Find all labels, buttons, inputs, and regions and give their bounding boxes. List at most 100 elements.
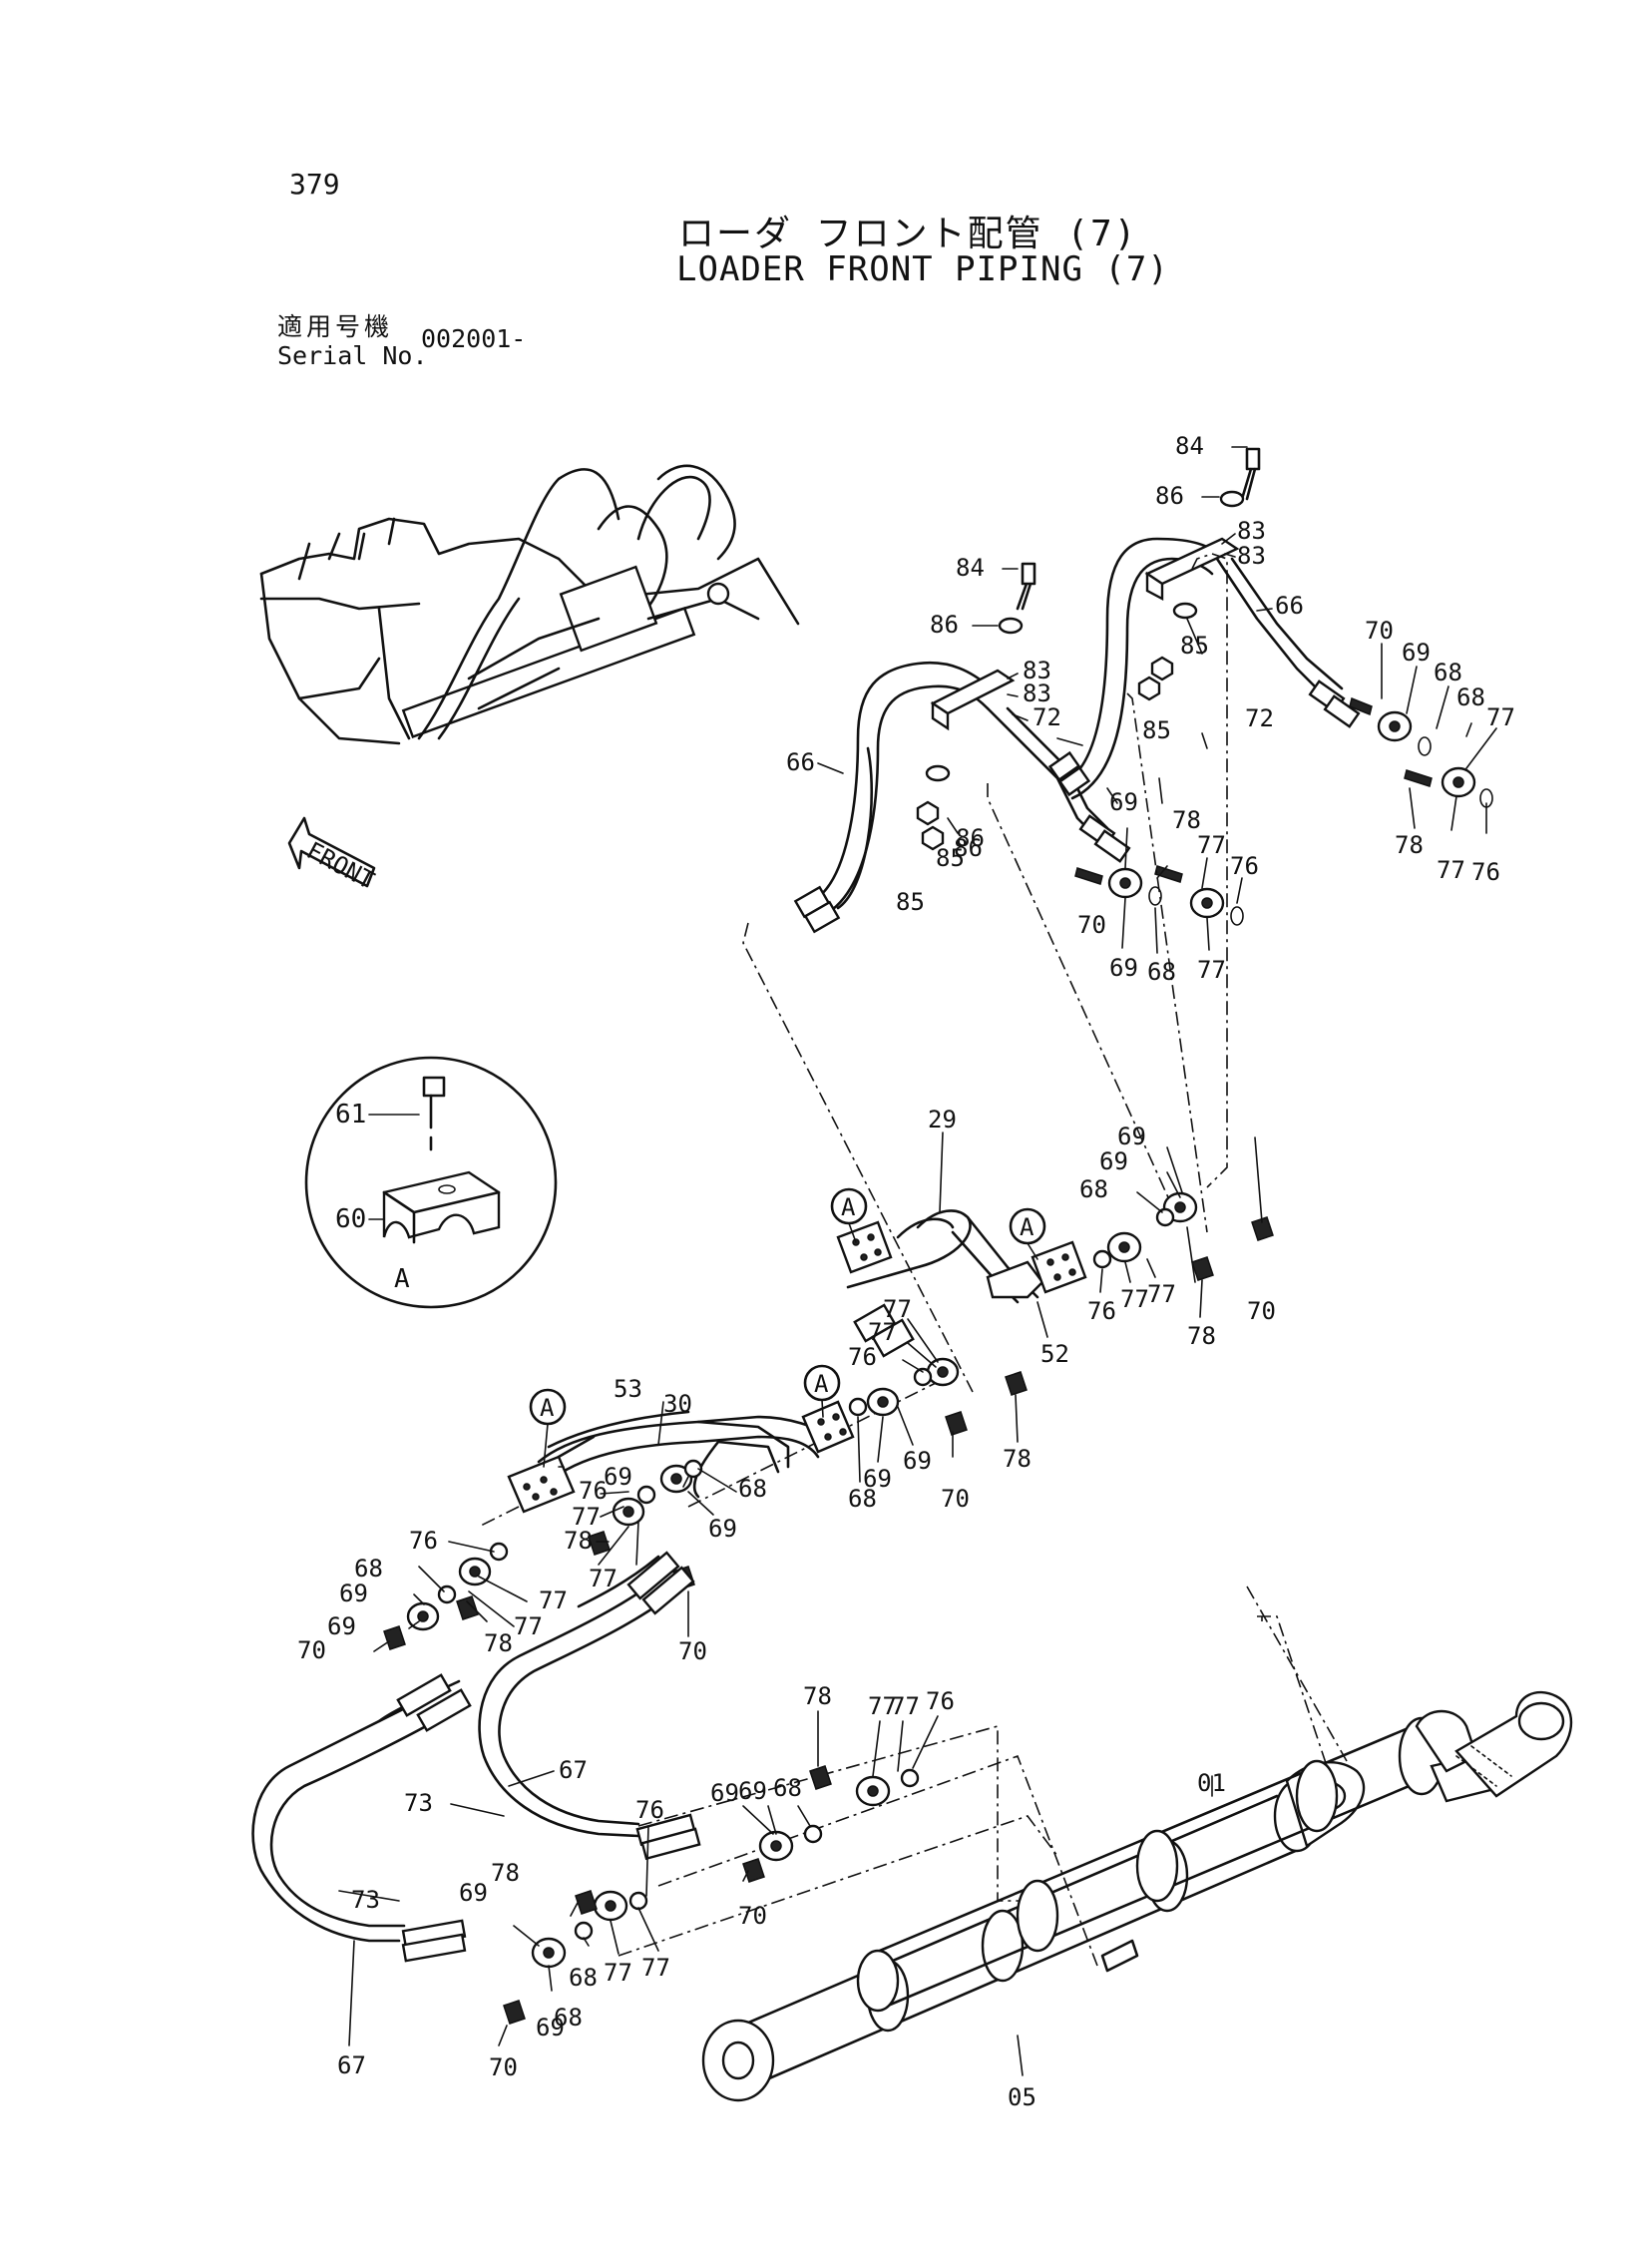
upper-pipes: [793, 447, 1361, 934]
callout: 67: [559, 1756, 588, 1784]
callout: 29: [928, 1106, 957, 1133]
callout: 77: [589, 1565, 618, 1592]
callout-numbers: 84 86 83 83 66 84 86 83 83 72 86 85 85 7…: [297, 432, 1515, 2111]
callout: 70: [1365, 617, 1394, 645]
view-markers: A A A A: [529, 1187, 1046, 1468]
middle-flanges: [383, 1191, 1274, 1650]
callout: 72: [1032, 703, 1061, 731]
callout: 69: [1109, 788, 1138, 816]
callout: 68: [354, 1555, 383, 1583]
callout: 77: [1120, 1285, 1149, 1313]
callout: 69: [1109, 954, 1138, 982]
callout: 69: [536, 2014, 565, 2041]
callout: 78: [1172, 806, 1201, 834]
page-number: 379: [289, 168, 340, 201]
callout: 66: [786, 748, 815, 776]
callout: 53: [614, 1375, 642, 1403]
cylinders: [701, 1690, 1573, 2102]
callout: 68: [569, 1964, 598, 1992]
callout: 69: [710, 1779, 739, 1807]
callout: 78: [491, 1859, 520, 1887]
callout: 76: [1471, 858, 1500, 886]
callout: 77: [604, 1959, 632, 1987]
callout: 84: [1175, 432, 1204, 460]
callout: 76: [926, 1687, 955, 1715]
callout: 69: [459, 1879, 488, 1907]
detail-callout-60: 60: [335, 1204, 366, 1234]
callout: 78: [1003, 1445, 1032, 1473]
callout: 83: [1023, 657, 1051, 684]
callout: 70: [941, 1485, 970, 1513]
callout: 68: [554, 2004, 583, 2032]
callout: 76: [409, 1527, 438, 1555]
callout: 85: [896, 888, 925, 916]
callout: 70: [489, 2053, 518, 2081]
callout: 76: [848, 1343, 877, 1371]
callout: 78: [803, 1682, 832, 1710]
detail-view-label: A: [394, 1264, 410, 1294]
lower-flanges: [503, 1765, 920, 2025]
view-marker-a-2: A: [1020, 1213, 1034, 1241]
callout: 69: [738, 1777, 767, 1805]
callout: 77: [539, 1586, 568, 1614]
lower-hoses: [251, 1551, 701, 1963]
callout: 86: [954, 834, 983, 862]
callout: 83: [1023, 680, 1051, 707]
callout: 70: [1247, 1297, 1276, 1325]
callout: 68: [1079, 1175, 1108, 1203]
callout: 67: [337, 2051, 366, 2079]
callout: 69: [604, 1463, 632, 1491]
page-title-english: LOADER FRONT PIPING (7): [676, 249, 1169, 289]
callout: 77: [868, 1692, 897, 1720]
front-direction-arrow: FRONT: [287, 816, 379, 895]
front-arrow-label: FRONT: [302, 836, 379, 895]
callout: 68: [1456, 683, 1485, 711]
middle-pipes: [507, 1209, 1087, 1514]
callout: 76: [1230, 852, 1259, 880]
callout: 01: [1197, 1769, 1226, 1797]
loader-thumbnail: [259, 464, 800, 745]
callout: 83: [1237, 542, 1266, 570]
callout: 69: [339, 1580, 368, 1607]
callout: 05: [1008, 2083, 1036, 2111]
callout: 77: [572, 1503, 601, 1531]
callout: 69: [708, 1515, 737, 1543]
callout: 70: [1077, 911, 1106, 939]
callout: 86: [956, 824, 985, 852]
callout: 78: [1187, 1322, 1216, 1350]
serial-label-english: Serial No.: [277, 341, 428, 370]
callout: 69: [1117, 1123, 1146, 1150]
callout: 69: [1402, 639, 1431, 667]
callout: 52: [1040, 1340, 1069, 1368]
callout: 84: [956, 554, 985, 582]
connection-lines: [478, 553, 1348, 1967]
callout: 77: [1197, 831, 1226, 859]
callout: 69: [903, 1447, 932, 1475]
serial-label-japanese: 適用号機: [277, 312, 394, 341]
serial-number-value: 002001-: [421, 324, 527, 353]
callout: 68: [848, 1485, 877, 1513]
callout: 77: [1147, 1280, 1176, 1308]
upper-flanges: [1074, 696, 1493, 926]
callout: 69: [1099, 1147, 1128, 1175]
view-marker-a-3: A: [540, 1394, 555, 1422]
callout: 72: [1245, 704, 1274, 732]
view-marker-a-4: A: [814, 1370, 829, 1398]
view-marker-a-1: A: [841, 1193, 856, 1221]
callout: 77: [514, 1612, 543, 1640]
detail-callout-61: 61: [335, 1100, 366, 1130]
callout: 86: [1155, 482, 1184, 510]
callout: 68: [773, 1774, 802, 1802]
callout: 77: [1437, 856, 1465, 884]
callout: 77: [1486, 703, 1515, 731]
callout: 77: [1197, 956, 1226, 984]
callout: 66: [1275, 592, 1304, 620]
callout: 69: [327, 1612, 356, 1640]
callout: 70: [738, 1902, 767, 1930]
callout: 30: [663, 1390, 692, 1418]
callout: 69: [863, 1465, 892, 1493]
callout: 73: [351, 1886, 380, 1914]
callout: 77: [891, 1692, 920, 1720]
callout: 70: [297, 1636, 326, 1664]
